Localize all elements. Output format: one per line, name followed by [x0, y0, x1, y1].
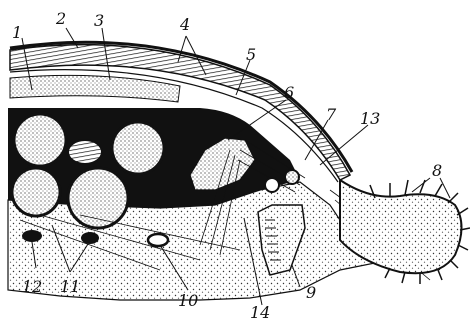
label-11: 11 — [60, 277, 80, 296]
nerve-cord-left — [22, 230, 42, 242]
label-5: 5 — [246, 45, 256, 64]
small-follicle — [68, 140, 102, 164]
label-12: 12 — [22, 277, 42, 296]
label-13: 13 — [360, 109, 380, 128]
nerve-cord-mid — [81, 232, 99, 244]
label-10: 10 — [178, 291, 198, 310]
label-8: 8 — [432, 161, 442, 180]
label-4: 4 — [179, 15, 190, 34]
pharynx-ring — [265, 178, 279, 192]
label-9: 9 — [306, 283, 316, 302]
label-6: 6 — [284, 83, 294, 102]
label-7: 7 — [326, 105, 337, 124]
nerve-cord-right — [148, 234, 168, 246]
label-3: 3 — [94, 11, 104, 30]
label-2: 2 — [55, 9, 66, 28]
gland-band — [10, 75, 180, 102]
label-1: 1 — [12, 23, 22, 42]
statocyst — [285, 170, 299, 184]
label-14: 14 — [250, 303, 270, 322]
